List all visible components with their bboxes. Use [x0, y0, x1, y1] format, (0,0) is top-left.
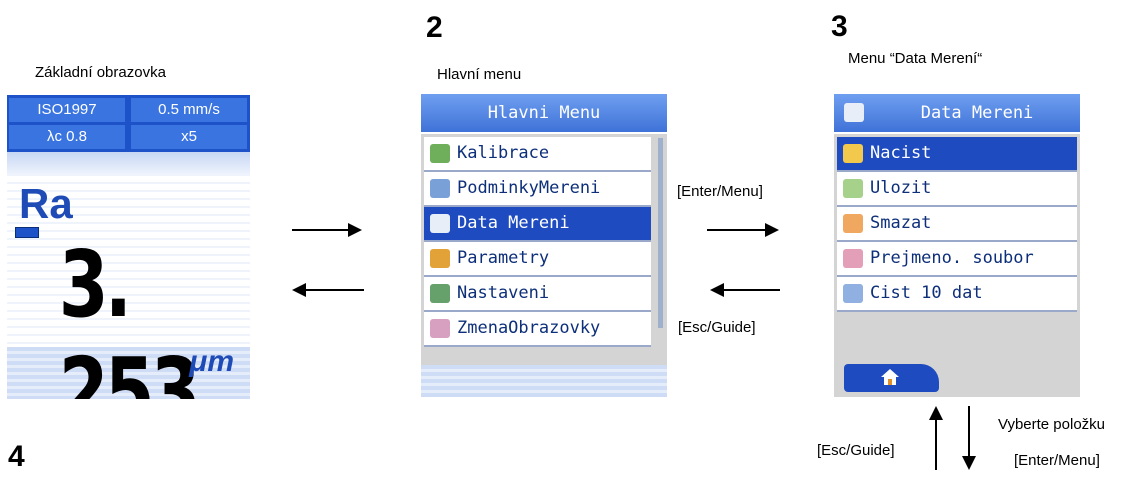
multiplier-field: x5	[131, 125, 247, 149]
scrollbar[interactable]	[658, 138, 663, 328]
menu-item-data-mereni[interactable]: Data Mereni	[424, 207, 651, 242]
home-icon	[880, 368, 900, 386]
menu-item-zmena-obrazovky[interactable]: ZmenaObrazovky	[424, 312, 651, 347]
esc-guide-label-2: [Esc/Guide]	[817, 442, 895, 459]
step-number-4: 4	[8, 440, 25, 473]
screen3-caption: Menu “Data Merení“	[848, 50, 983, 67]
read-10-icon	[843, 284, 863, 303]
arrow-down-icon	[962, 406, 976, 470]
rename-icon	[843, 249, 863, 268]
menu-item-cist-10-dat[interactable]: Cist 10 dat	[837, 277, 1077, 312]
data-icon	[430, 214, 450, 233]
arrow-left-icon	[292, 283, 364, 297]
home-button[interactable]	[844, 364, 939, 392]
arrow-up-icon	[929, 406, 943, 470]
unit-label: μm	[189, 345, 234, 378]
enter-menu-label-2: [Enter/Menu]	[1014, 452, 1100, 469]
parameters-icon	[430, 249, 450, 268]
measure-conditions-icon	[430, 179, 450, 198]
screen2-caption: Hlavní menu	[437, 66, 522, 83]
arrow-right-icon	[707, 223, 779, 237]
menu-footer	[421, 365, 667, 397]
save-icon	[843, 179, 863, 198]
delete-icon	[843, 214, 863, 233]
menu-title: Hlavni Menu	[421, 94, 667, 134]
cutoff-field: λc 0.8	[9, 125, 125, 149]
display-change-icon	[430, 319, 450, 338]
arrow-left-icon	[710, 283, 780, 297]
arrow-right-icon	[292, 223, 362, 237]
footer-stripe	[7, 347, 250, 399]
menu-item-smazat[interactable]: Smazat	[837, 207, 1077, 242]
step-number-3: 3	[831, 10, 848, 43]
menu-item-kalibrace[interactable]: Kalibrace	[424, 137, 651, 172]
battery-icon	[15, 227, 39, 238]
speed-field: 0.5 mm/s	[131, 98, 247, 122]
menu-item-ulozit[interactable]: Ulozit	[837, 172, 1077, 207]
menu-item-nastaveni[interactable]: Nastaveni	[424, 277, 651, 312]
select-item-label: Vyberte položku	[998, 416, 1106, 433]
step-number-2: 2	[426, 11, 443, 44]
main-menu-screen: Hlavni Menu Kalibrace PodminkyMereni Dat…	[421, 94, 667, 397]
parameter-label: Ra	[19, 180, 73, 227]
calibration-icon	[430, 144, 450, 163]
enter-menu-label: [Enter/Menu]	[677, 183, 763, 200]
basic-screen: ISO1997 0.5 mm/s λc 0.8 x5 Ra 3. 253 μm	[7, 95, 250, 399]
load-icon	[843, 144, 863, 163]
standard-field: ISO1997	[9, 98, 125, 122]
menu-title: Data Mereni	[834, 94, 1080, 134]
data-menu-screen: Data Mereni Nacist Ulozit Smazat Prejmen…	[834, 94, 1080, 397]
menu-item-nacist[interactable]: Nacist	[837, 137, 1077, 172]
menu-item-prejmeno-soubor[interactable]: Prejmeno. soubor	[837, 242, 1077, 277]
data-icon	[844, 103, 864, 122]
esc-guide-label: [Esc/Guide]	[678, 319, 756, 336]
menu-item-podminky-mereni[interactable]: PodminkyMereni	[424, 172, 651, 207]
menu-item-parametry[interactable]: Parametry	[424, 242, 651, 277]
settings-icon	[430, 284, 450, 303]
screen1-caption: Základní obrazovka	[35, 64, 166, 81]
measured-value: 3. 253	[58, 231, 201, 399]
